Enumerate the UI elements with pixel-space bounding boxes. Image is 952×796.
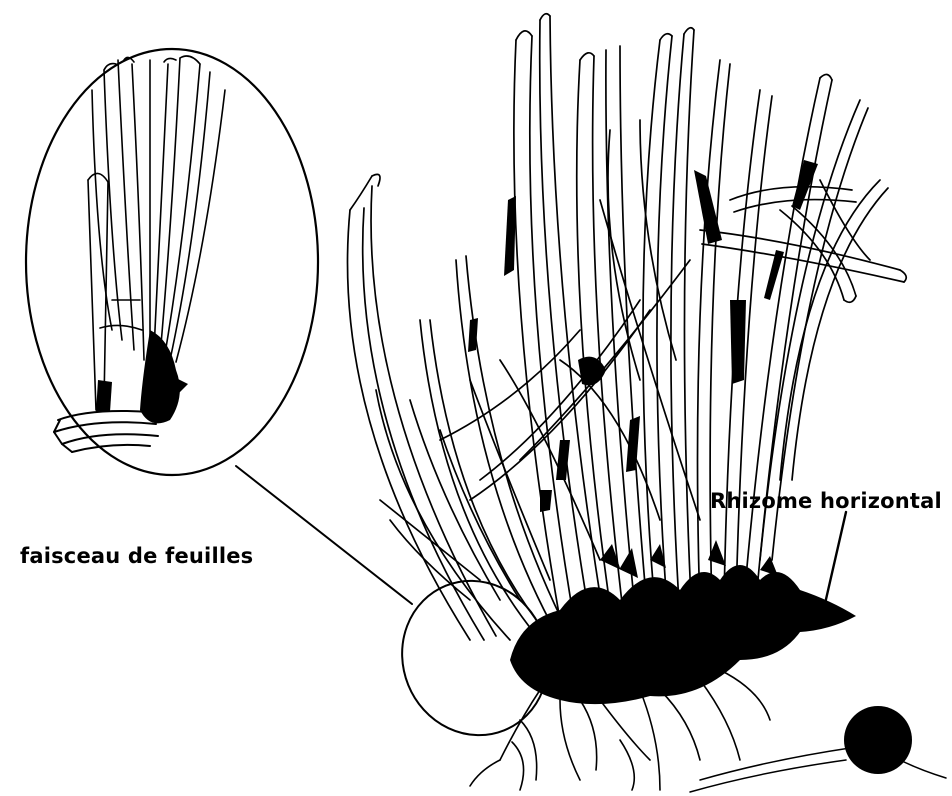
rhizome-mass <box>510 540 856 704</box>
label-rhizome: Rhizome horizontal <box>710 489 942 513</box>
magnified-leaf-bundle-inset <box>26 49 318 475</box>
aegagropile-ball <box>690 706 946 792</box>
rhizome-pointer-line <box>824 512 846 608</box>
plant-leaves <box>348 14 907 640</box>
label-leaf-bundle: faisceau de feuilles <box>20 544 253 568</box>
connector-line <box>236 466 412 604</box>
